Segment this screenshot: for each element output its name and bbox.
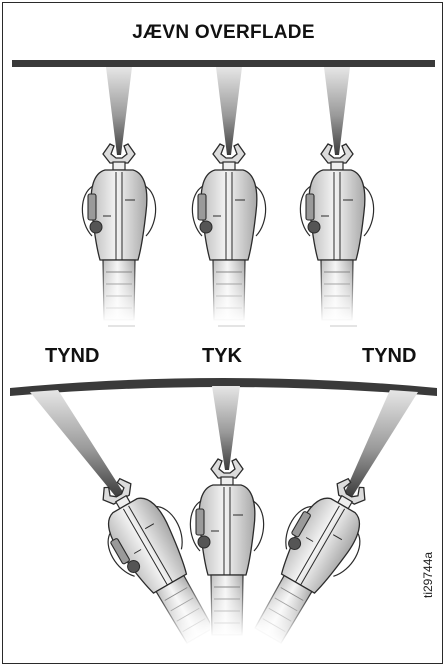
bottom-spray-right: [234, 390, 418, 657]
diagram-title: JÆVN OVERFLADE: [132, 22, 315, 43]
surface-bar-top: [12, 60, 435, 67]
label-center-thick: TYK: [202, 345, 242, 367]
bottom-spray-left: [30, 390, 234, 657]
label-left-thin: TYND: [45, 345, 100, 367]
figure-code: ti29744a: [421, 551, 435, 598]
label-right-thin: TYND: [362, 345, 417, 367]
top-spray-left: [81, 67, 157, 323]
top-spray-center: [191, 67, 267, 323]
bottom-spray-center: [189, 386, 265, 638]
top-spray-right: [299, 67, 375, 323]
